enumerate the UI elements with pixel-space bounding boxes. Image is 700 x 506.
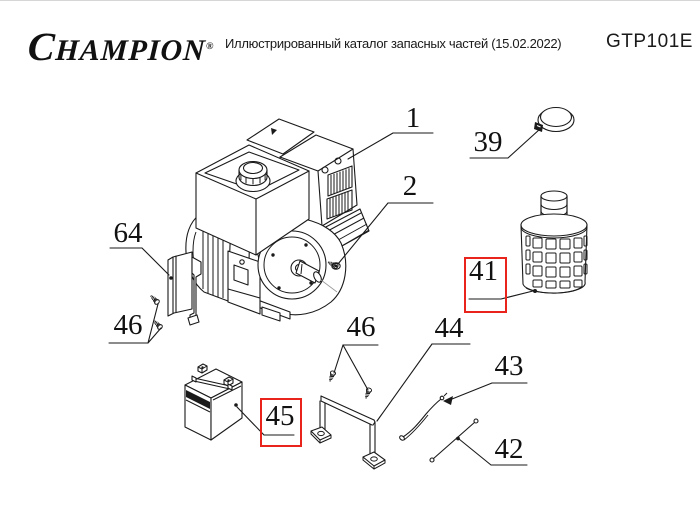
callout-45: 45 [265, 400, 295, 432]
callout-41: 41 [469, 255, 498, 287]
bracket-drawing [167, 251, 202, 326]
callout-39: 39 [473, 126, 503, 158]
catalog-subtitle: Иллюстрированный каталог запасных частей… [225, 36, 562, 51]
frame-drawing [310, 395, 386, 470]
engine-assembly-drawing [185, 118, 370, 322]
callout-43: 43 [494, 350, 524, 382]
callout-44: 44 [434, 312, 464, 344]
callout-2: 2 [402, 170, 418, 202]
callout-46-left: 46 [113, 309, 143, 341]
callout-42: 42 [494, 433, 524, 465]
model-number: GTP101E [606, 31, 693, 52]
callout-1: 1 [405, 102, 421, 134]
strainer-drawing [520, 190, 588, 294]
cable-43-drawing [399, 392, 448, 441]
highlight-box-41 [464, 257, 507, 313]
hose-clamp-drawing [534, 106, 575, 133]
callout-46-frame: 46 [346, 311, 376, 343]
highlight-box-45 [260, 398, 302, 447]
battery-drawing [184, 363, 243, 441]
callout-64: 64 [113, 217, 143, 249]
cable-42-drawing [429, 418, 479, 463]
